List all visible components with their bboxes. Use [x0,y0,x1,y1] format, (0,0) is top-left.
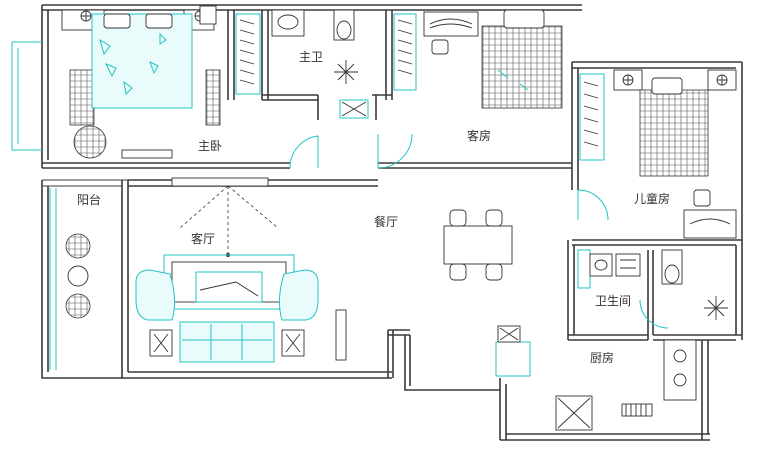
walls [11,4,743,441]
kitchen-fixtures [495,325,697,431]
label-master-bedroom: 主卧 [198,139,222,153]
label-dining-room: 餐厅 [374,214,398,229]
master-bedroom-furniture [61,5,221,159]
living-room-furniture [135,177,347,363]
label-living-room: 客厅 [191,231,215,246]
dining-furniture [443,209,513,281]
label-kitchen: 厨房 [590,350,614,365]
label-bathroom: 卫生间 [595,294,631,308]
kids-room-furniture [613,69,737,239]
bathroom-fixtures [577,249,728,320]
doors [289,133,669,329]
label-guest-room-top: 客房 [467,128,491,143]
label-balcony: 阳台 [77,192,101,207]
master-bath-fixtures [271,9,369,119]
label-master-bath: 主卫 [299,50,323,64]
balcony-furniture [49,188,91,370]
wardrobes [235,13,605,161]
label-kids-room: 儿童房 [634,191,670,206]
room-labels: 主卫 客房 主卧 儿童房 阳台 客厅 餐厅 卫生间 厨房 [77,50,670,365]
guest-room-furniture [423,9,563,109]
